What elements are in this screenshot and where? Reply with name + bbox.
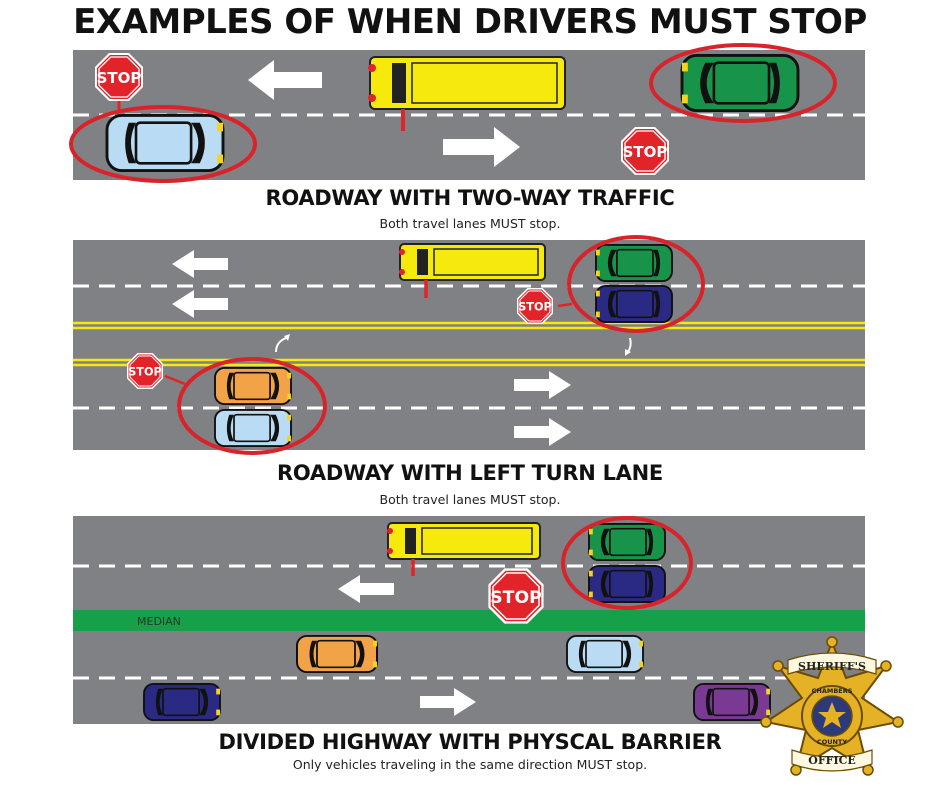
badge-top-text: SHERIFF'S <box>798 660 866 673</box>
stop-circle <box>649 43 837 123</box>
school-bus <box>368 56 566 131</box>
stop-sign: STOP <box>620 126 670 176</box>
section-subtext: Only vehicles traveling in the same dire… <box>292 757 648 772</box>
stop-sign-label: STOP <box>518 301 552 314</box>
school-bus <box>387 522 541 576</box>
stop-sign: STOP <box>126 352 164 390</box>
section-caption: DIVIDED HIGHWAY WITH PHYSCAL BARRIER <box>218 730 722 754</box>
car-navy <box>588 565 666 603</box>
badge-ring-text: COUNTY <box>817 738 847 746</box>
stop-circle <box>561 516 693 610</box>
stop-sign-label: STOP <box>623 143 668 161</box>
turn-arrow-icon <box>275 334 290 353</box>
page-title: EXAMPLES OF WHEN DRIVERS MUST STOP <box>73 2 867 42</box>
car-orange <box>214 367 292 405</box>
arrow-left-icon <box>338 575 394 603</box>
arrow-right-icon <box>420 688 476 716</box>
section-subtext: Both travel lanes MUST stop. <box>379 492 561 507</box>
car-navy <box>143 683 221 721</box>
car-navy <box>595 285 673 323</box>
car-orange <box>296 634 378 674</box>
car-green <box>595 243 673 282</box>
school-bus <box>399 243 546 298</box>
median: MEDIAN <box>73 610 865 631</box>
arrow-right-icon <box>443 127 520 167</box>
car-light-blue <box>105 113 225 173</box>
stop-sign-label: STOP <box>490 588 542 608</box>
stop-sign-label: STOP <box>128 366 162 379</box>
stop-sign: STOP <box>94 52 144 102</box>
arrow-left-icon <box>172 290 228 318</box>
section-caption: ROADWAY WITH LEFT TURN LANE <box>277 461 663 485</box>
stop-sign: STOP <box>487 567 545 625</box>
stop-sign: STOP <box>516 287 554 325</box>
stop-circle <box>69 105 257 183</box>
arrow-left-icon <box>172 250 228 278</box>
sheriff-badge-logo: SHERIFF'S CHAMBERS COUNTY OFFICE <box>760 636 904 776</box>
badge-bottom-text: OFFICE <box>808 754 856 767</box>
median-label: MEDIAN <box>137 615 181 628</box>
car-purple <box>693 683 771 721</box>
arrow-left-icon <box>248 60 322 100</box>
section-subtext: Both travel lanes MUST stop. <box>379 216 561 231</box>
car-light-blue <box>214 409 292 447</box>
arrow-right-icon <box>514 418 571 446</box>
car-light-blue <box>566 635 644 673</box>
badge-ring-text: CHAMBERS <box>812 687 853 695</box>
arrow-right-icon <box>514 371 571 399</box>
stop-circle <box>177 357 327 455</box>
section-caption: ROADWAY WITH TWO-WAY TRAFFIC <box>265 186 675 210</box>
stop-sign-label: STOP <box>97 69 142 87</box>
stop-circle <box>567 235 705 333</box>
car-green <box>588 523 666 561</box>
turn-arrow-icon <box>625 337 632 356</box>
car-green <box>680 54 800 113</box>
